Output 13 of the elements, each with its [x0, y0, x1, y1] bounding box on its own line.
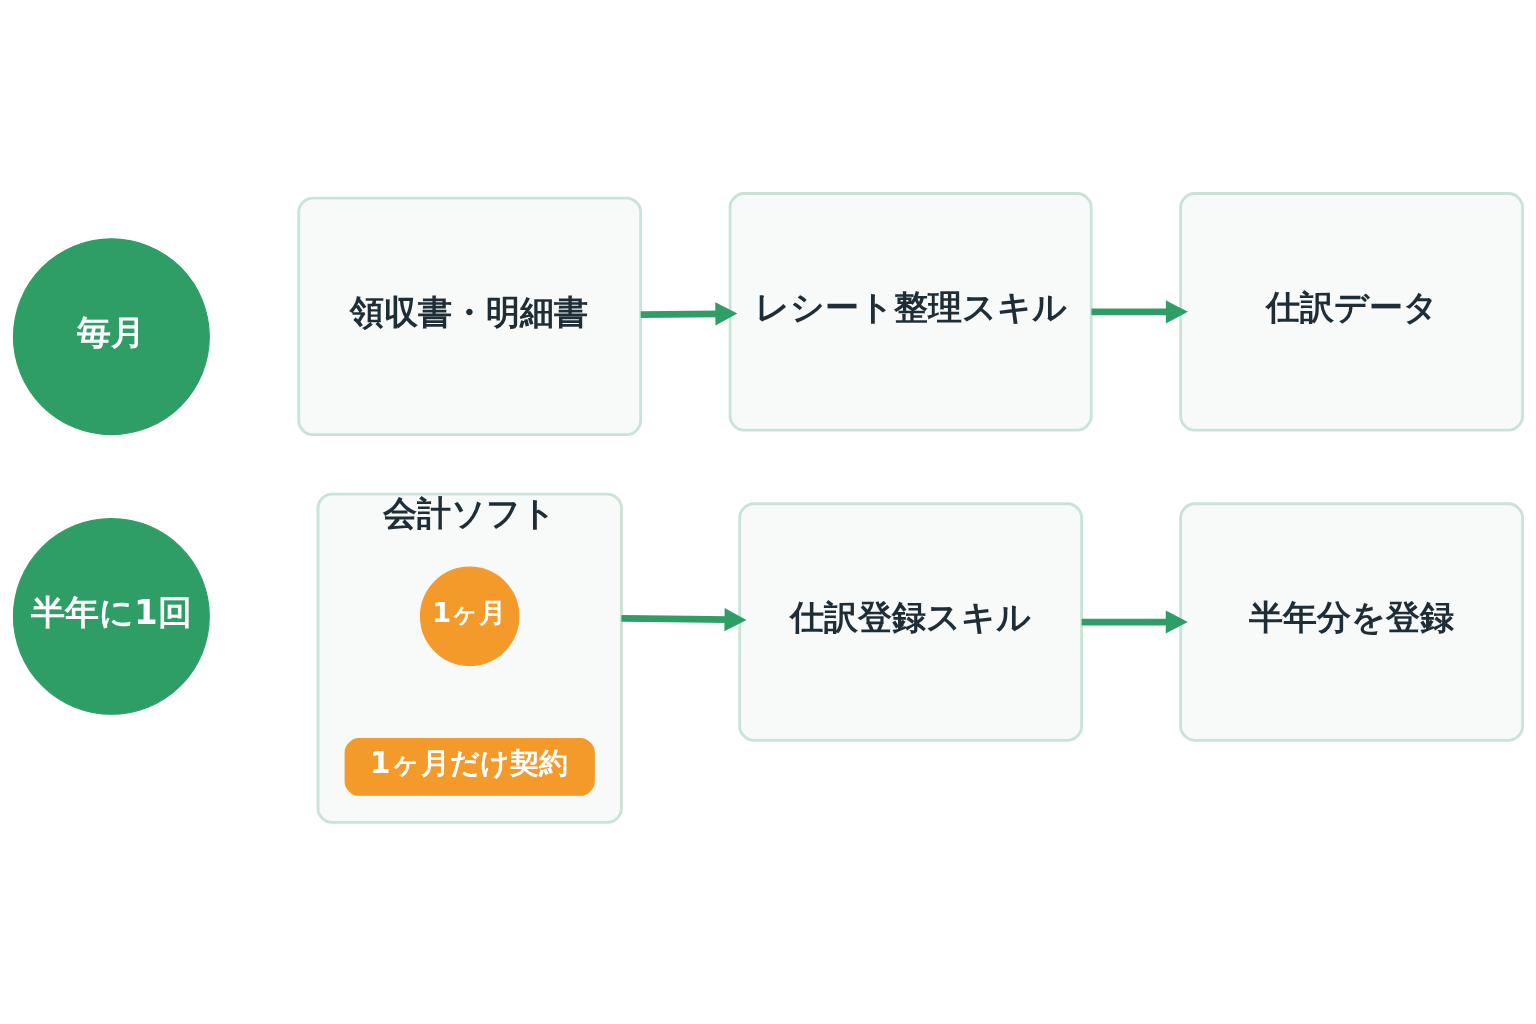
- node-circle: 半年に1回: [12, 517, 210, 715]
- arrow: [621, 607, 747, 631]
- arrow: [640, 301, 738, 325]
- node-box: 仕訳データ: [1179, 191, 1524, 432]
- node-box: レシート整理スキル: [728, 191, 1093, 432]
- node-circle: 毎月: [12, 237, 210, 435]
- arrow: [1081, 609, 1188, 634]
- node-box: 半年分を登録: [1179, 501, 1524, 742]
- node-box: 1ヶ月だけ契約: [344, 737, 595, 796]
- node-box: 仕訳登録スキル: [738, 501, 1083, 742]
- node-box: 領収書・明細書: [297, 196, 643, 436]
- arrow: [1091, 299, 1188, 323]
- node-circle: 1ヶ月: [419, 566, 520, 666]
